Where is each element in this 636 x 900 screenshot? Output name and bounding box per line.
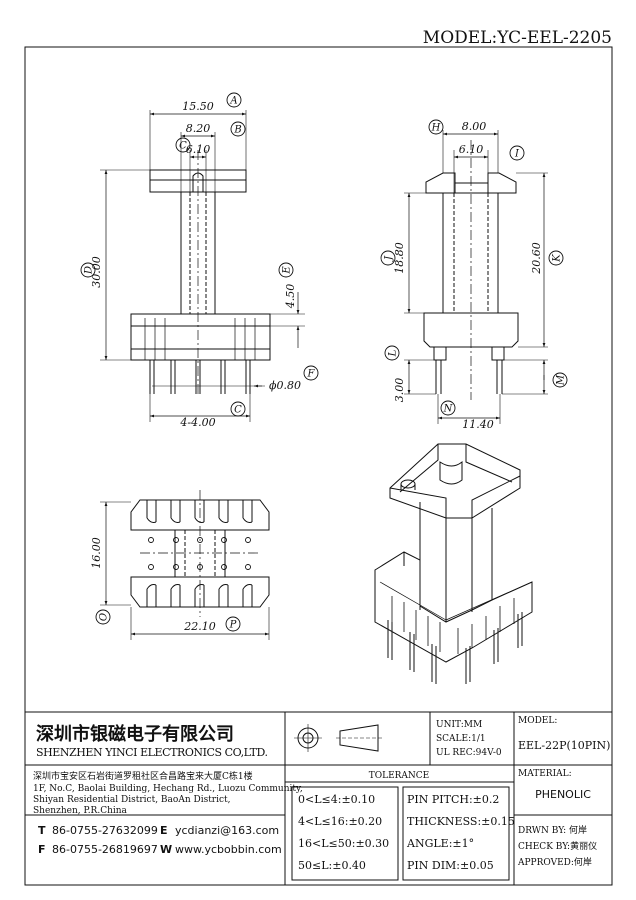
svg-text:J: J bbox=[384, 255, 395, 262]
address-en-1: 1F, No.C, Baolai Building, Hechang Rd., … bbox=[33, 784, 303, 794]
contact-key: T bbox=[38, 824, 46, 837]
side-view bbox=[404, 130, 548, 424]
unit: UNIT:MM bbox=[436, 720, 482, 730]
reference-circle: O bbox=[95, 609, 111, 625]
company-name-en: SHENZHEN YINCI ELECTRONICS CO,LTD. bbox=[36, 746, 268, 759]
reference-circle: E bbox=[278, 262, 294, 278]
reference-circle: L bbox=[384, 345, 400, 361]
dimension-label: 22.10 bbox=[183, 620, 216, 633]
dimension-label: 16.00 bbox=[90, 537, 103, 569]
company-name-cn: 深圳市银磁电子有限公司 bbox=[36, 723, 234, 745]
reference-circle: B bbox=[230, 121, 246, 137]
tolerance-left: 16<L≤50:±0.30 bbox=[298, 837, 389, 850]
dimension-label: 4.50 bbox=[284, 284, 297, 310]
tolerance-right: PIN PITCH:±0.2 bbox=[407, 793, 499, 806]
svg-text:D: D bbox=[84, 266, 95, 275]
svg-text:M: M bbox=[556, 374, 567, 386]
contact-value: 86-0755-27632099 bbox=[52, 824, 158, 837]
svg-text:E: E bbox=[282, 266, 293, 275]
reference-circle: C bbox=[230, 401, 246, 417]
svg-text:O: O bbox=[99, 613, 110, 621]
tolerance-right: ANGLE:±1° bbox=[406, 837, 474, 850]
tolerance-right: THICKNESS:±0.15 bbox=[407, 815, 515, 828]
drawn-by: DRWN BY: 何岸 bbox=[518, 824, 587, 836]
material-value: PHENOLIC bbox=[535, 788, 591, 801]
contact-key: W bbox=[160, 843, 172, 856]
contact-value: www.ycbobbin.com bbox=[175, 843, 282, 856]
contact-key: E bbox=[160, 824, 168, 837]
svg-text:K: K bbox=[552, 254, 563, 263]
tolerance-right: PIN DIM:±0.05 bbox=[407, 859, 494, 872]
reference-circle: C bbox=[175, 137, 191, 153]
contact-value: 86-0755-26819697 bbox=[52, 843, 158, 856]
front-view bbox=[100, 110, 305, 422]
svg-text:A: A bbox=[229, 96, 237, 107]
dimension-label: 6.10 bbox=[459, 143, 484, 156]
reference-circle: D bbox=[80, 262, 96, 278]
dimension-label: 20.60 bbox=[530, 242, 543, 275]
svg-text:C: C bbox=[234, 405, 242, 416]
svg-text:C: C bbox=[179, 141, 187, 152]
title-block bbox=[25, 712, 612, 885]
ul-rec: UL REC:94V-0 bbox=[436, 748, 502, 758]
dimension-label: 8.20 bbox=[186, 122, 211, 135]
tolerance-left: 4<L≤16:±0.20 bbox=[298, 815, 382, 828]
dimension-label: 4-4.00 bbox=[179, 416, 215, 429]
dimension-label: ϕ0.80 bbox=[269, 379, 301, 392]
svg-text:P: P bbox=[229, 620, 237, 631]
svg-text:N: N bbox=[443, 404, 454, 415]
dimension-label: 8.00 bbox=[462, 120, 487, 133]
check-by: CHECK BY:黄丽仪 bbox=[518, 840, 597, 852]
reference-circle: A bbox=[226, 92, 242, 108]
svg-text:H: H bbox=[431, 123, 441, 134]
svg-text:L: L bbox=[388, 349, 399, 357]
address-cn: 深圳市宝安区石岩街道罗租社区合昌路宝来大厦C栋1楼 bbox=[33, 770, 253, 782]
dimension-label: 30.00 bbox=[90, 256, 103, 288]
reference-circle: I bbox=[509, 145, 525, 161]
svg-text:F: F bbox=[307, 369, 316, 380]
contact-key: F bbox=[38, 843, 46, 856]
reference-circle: H bbox=[428, 119, 444, 135]
title-block-text: 深圳市银磁电子有限公司 SHENZHEN YINCI ELECTRONICS C… bbox=[33, 716, 610, 872]
tolerance-left: 0<L≤4:±0.10 bbox=[298, 793, 375, 806]
reference-circle: K bbox=[548, 250, 564, 266]
svg-text:B: B bbox=[233, 125, 241, 136]
material-label: MATERIAL: bbox=[518, 769, 572, 779]
tolerance-left: 50≤L:±0.40 bbox=[298, 859, 366, 872]
scale: SCALE:1/1 bbox=[436, 734, 486, 744]
isometric-view bbox=[374, 443, 533, 684]
reference-circle: N bbox=[440, 400, 456, 416]
dimension-label: 11.40 bbox=[462, 418, 494, 431]
reference-circle: P bbox=[225, 616, 241, 632]
reference-circle: J bbox=[380, 250, 396, 266]
address-en-2: Shiyan Residential District, BaoAn Distr… bbox=[33, 795, 231, 805]
contact-value: ycdianzi@163.com bbox=[175, 824, 279, 837]
reference-circle: F bbox=[303, 365, 319, 381]
approved-by: APPROVED:何岸 bbox=[517, 856, 592, 868]
tolerance-title: TOLERANCE bbox=[369, 771, 430, 781]
svg-text:I: I bbox=[514, 149, 520, 160]
bottom-view bbox=[100, 490, 270, 640]
reference-circle: M bbox=[552, 372, 568, 388]
dimension-label: 18.80 bbox=[393, 242, 406, 274]
drawing-frame bbox=[24, 46, 613, 886]
dimension-label: 6.10 bbox=[186, 143, 211, 156]
model-label: MODEL: bbox=[518, 716, 557, 726]
address-en-3: Shenzhen, P.R.China bbox=[33, 806, 128, 816]
dimension-label: 3.00 bbox=[393, 378, 406, 403]
model-value: EEL-22P(10PIN) bbox=[518, 739, 610, 752]
model-header: MODEL:YC-EEL-2205 bbox=[423, 28, 612, 48]
dimension-label: 15.50 bbox=[182, 100, 214, 113]
